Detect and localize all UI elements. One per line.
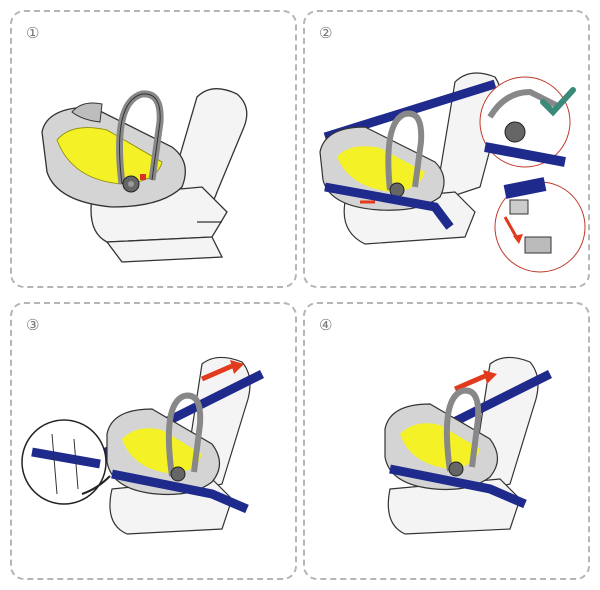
infant-carrier (41, 90, 186, 208)
check-icon (540, 87, 576, 117)
step-1-illustration (41, 88, 248, 263)
zoom-handle-detail (484, 88, 566, 167)
step-2-illustration (319, 72, 586, 273)
step-4-panel: ④ (303, 302, 590, 580)
down-arrow-icon (513, 234, 523, 244)
step-2-panel: ② (303, 10, 590, 288)
step-4-number: ④ (319, 316, 333, 334)
lap-belt (389, 464, 527, 509)
pull-arrow-icon (201, 363, 233, 382)
pull-arrow-icon (454, 373, 486, 392)
step-1-panel: ① (10, 10, 297, 288)
step-3-panel: ③ (10, 302, 297, 580)
infant-carrier (106, 392, 221, 496)
step-3-number: ③ (26, 316, 40, 334)
step-4-illustration (384, 356, 553, 535)
step-2-number: ② (319, 24, 333, 42)
pointer-arrow-icon (81, 475, 111, 495)
buckle-detail (503, 177, 552, 254)
step-3-illustration (21, 356, 265, 535)
step-1-number: ① (26, 24, 40, 42)
lap-belt (324, 182, 454, 230)
infant-carrier (384, 387, 499, 491)
lap-belt (111, 469, 249, 514)
